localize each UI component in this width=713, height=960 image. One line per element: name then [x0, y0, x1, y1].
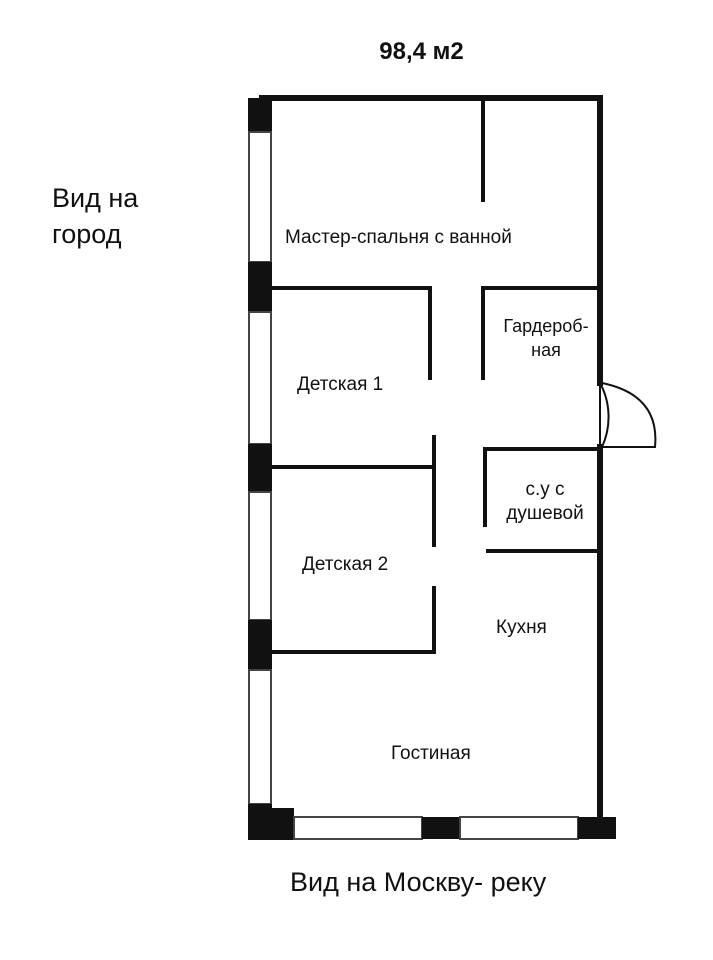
view-river-label: Вид на Москву- реку [290, 867, 547, 897]
view-city-line1: Вид на [52, 183, 139, 213]
window-bottom-2 [459, 816, 579, 840]
room-living: Гостиная [391, 743, 471, 764]
outer-walls [259, 95, 603, 823]
bottom-facade [248, 808, 616, 840]
column [578, 817, 616, 839]
column [248, 262, 272, 312]
door-swing-arc [599, 382, 656, 448]
view-city-line2: город [52, 219, 122, 249]
window-left-4 [248, 669, 272, 805]
entrance-door [599, 382, 657, 448]
column [248, 444, 272, 492]
column [248, 620, 272, 670]
column [248, 98, 272, 132]
window-left-2 [248, 311, 272, 445]
apartment-area: 98,4 м2 [379, 38, 464, 65]
room-bathroom-line1: с.у с [525, 479, 565, 500]
room-kids-1: Детская 1 [297, 374, 384, 395]
room-kids-2: Детская 2 [302, 554, 389, 575]
window-left-3 [248, 491, 272, 621]
left-facade [248, 98, 272, 840]
room-wardrobe-line1: Гардероб- [503, 316, 589, 336]
interior-walls [272, 98, 602, 654]
room-bathroom: с.у с душевой [490, 478, 600, 526]
door-swing [601, 382, 657, 448]
room-wardrobe-line2: ная [531, 340, 561, 360]
room-master-bedroom: Мастер-спальня с ванной [285, 227, 512, 248]
column [248, 808, 294, 840]
room-wardrobe: Гардероб- ная [490, 314, 602, 362]
room-bathroom-line2: душевой [506, 503, 584, 524]
column [422, 817, 460, 839]
room-kitchen: Кухня [496, 617, 547, 638]
window-left-1 [248, 131, 272, 263]
view-city-label: Вид на город [52, 180, 138, 252]
window-bottom-1 [293, 816, 423, 840]
